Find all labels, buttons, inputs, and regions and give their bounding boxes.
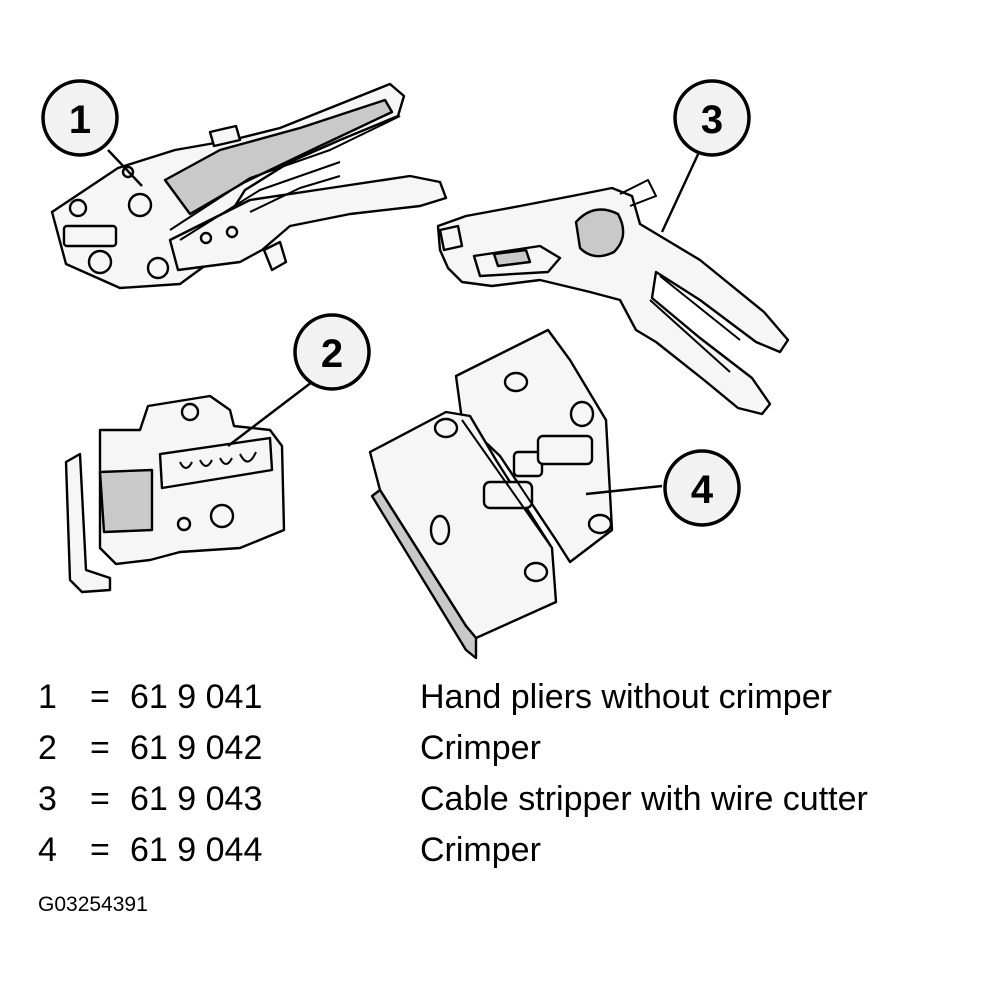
legend-part-number: 61 9 041	[130, 678, 263, 716]
parts-legend: 1 = 61 9 041 Hand pliers without crimper…	[38, 672, 958, 876]
callout-2-leader	[227, 381, 313, 447]
legend-description: Hand pliers without crimper	[420, 678, 832, 716]
legend-row: 2 = 61 9 042 Crimper	[38, 723, 958, 774]
legend-description: Cable stripper with wire cutter	[420, 780, 868, 818]
svg-text:1: 1	[69, 98, 91, 142]
legend-part-number: 61 9 044	[130, 831, 263, 869]
svg-text:2: 2	[321, 332, 343, 376]
hand-pliers-drawing	[50, 82, 448, 290]
callout-4: 4	[663, 449, 741, 527]
legend-number: 3	[38, 780, 57, 818]
legend-part-number: 61 9 042	[130, 729, 263, 767]
legend-description: Crimper	[420, 729, 541, 767]
legend-equals: =	[90, 780, 110, 818]
cable-stripper-drawing	[436, 179, 790, 416]
legend-row: 1 = 61 9 041 Hand pliers without crimper	[38, 672, 958, 723]
svg-text:4: 4	[691, 468, 714, 512]
callout-2: 2	[293, 313, 371, 391]
figure-id: G03254391	[38, 893, 148, 916]
legend-row: 3 = 61 9 043 Cable stripper with wire cu…	[38, 774, 958, 825]
callout-3-leader	[660, 149, 702, 233]
legend-number: 4	[38, 831, 57, 869]
callout-1: 1	[41, 79, 119, 157]
legend-equals: =	[90, 729, 110, 767]
callout-3: 3	[673, 79, 751, 157]
legend-number: 1	[38, 678, 57, 716]
legend-number: 2	[38, 729, 57, 767]
legend-equals: =	[90, 831, 110, 869]
legend-equals: =	[90, 678, 110, 716]
svg-text:3: 3	[701, 98, 723, 142]
tools-illustration: 1 2 3 4	[41, 79, 790, 660]
crimper-insert-drawing	[64, 394, 286, 594]
legend-description: Crimper	[420, 831, 541, 869]
legend-row: 4 = 61 9 044 Crimper	[38, 825, 958, 876]
legend-part-number: 61 9 043	[130, 780, 263, 818]
callout-4-leader	[585, 484, 663, 496]
crimper-block-drawing	[368, 328, 614, 660]
callout-1-leader	[107, 149, 143, 187]
